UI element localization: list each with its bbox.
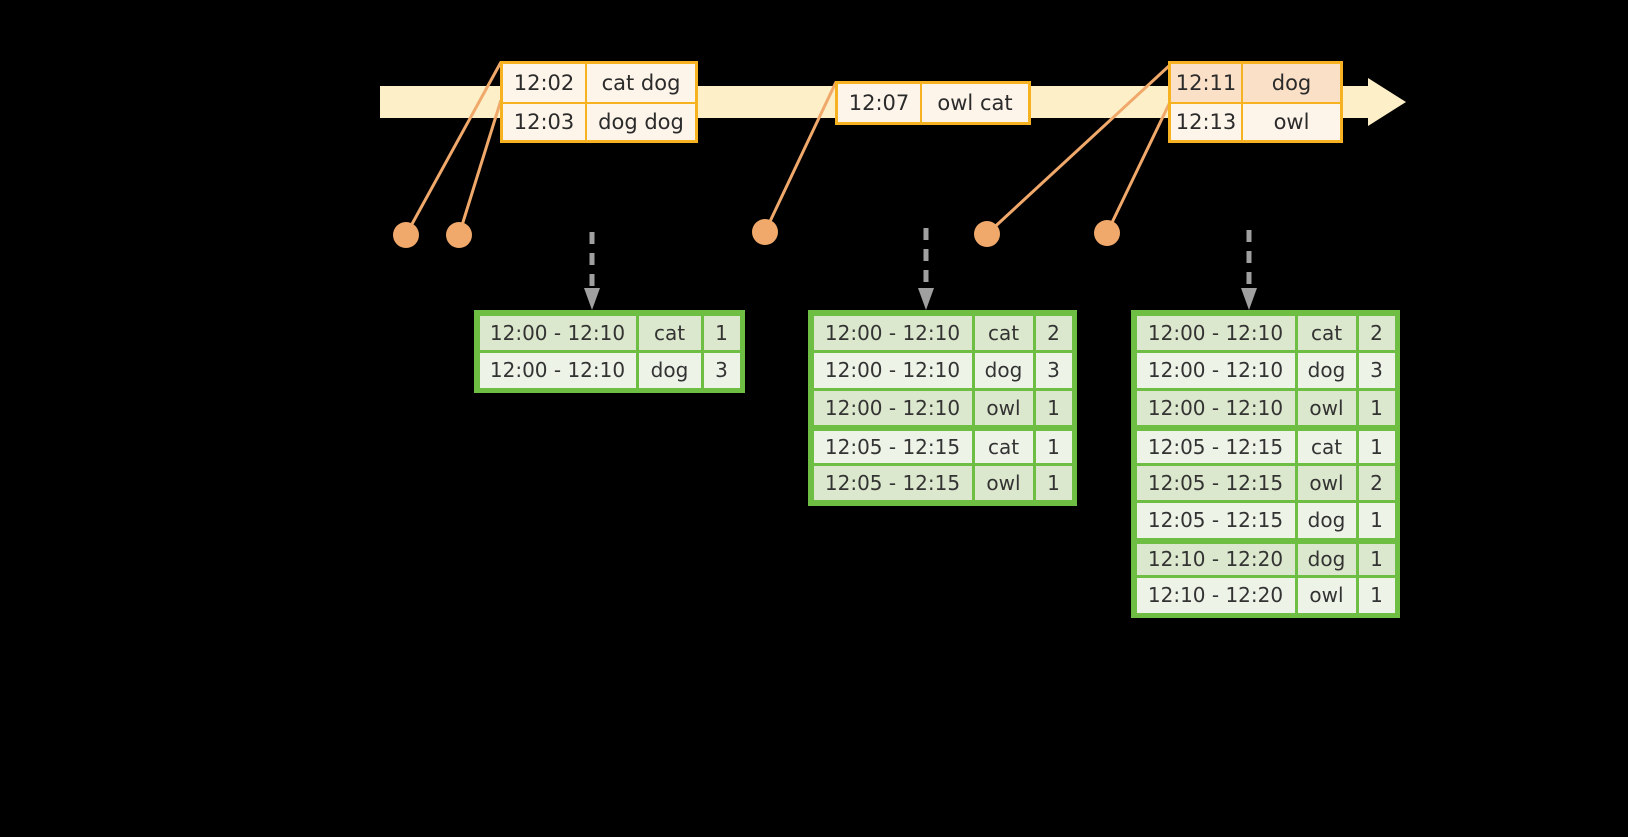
window-cell: 12:00 - 12:10	[479, 315, 636, 350]
word-cell: owl	[974, 390, 1033, 425]
connector-dot-4	[974, 221, 1000, 247]
word-cell: cat	[974, 431, 1033, 463]
event-words: dog	[1271, 71, 1312, 95]
window-cell: 12:05 - 12:15	[813, 431, 972, 463]
event-time: 12:11	[1171, 64, 1243, 102]
connector-line-5	[1105, 101, 1172, 234]
connector-dot-1	[393, 222, 419, 248]
event-row: 12:13 owl	[1171, 102, 1340, 140]
window-cell: 12:10 - 12:20	[1136, 543, 1295, 575]
word-cell: dog	[638, 353, 701, 388]
result-arrow-1	[584, 232, 600, 310]
connector-line-2	[457, 99, 503, 236]
count-cell: 3	[1358, 353, 1395, 388]
event-time: 12:03	[503, 104, 587, 140]
count-cell: 1	[1358, 431, 1395, 463]
count-cell: 2	[1358, 465, 1395, 500]
result-arrow-3	[1241, 230, 1257, 310]
count-cell: 1	[1035, 431, 1072, 463]
count-cell: 1	[1358, 390, 1395, 425]
event-group-1: 12:02 cat dog 12:03 dog dog	[500, 61, 698, 143]
window-cell: 12:10 - 12:20	[1136, 578, 1295, 613]
event-words: owl	[1273, 110, 1310, 134]
count-cell: 1	[1035, 465, 1072, 500]
word-cell: cat	[974, 315, 1033, 350]
event-row: 12:11 dog	[1171, 64, 1340, 102]
window-cell: 12:00 - 12:10	[479, 353, 636, 388]
event-words: owl cat	[937, 91, 1013, 115]
connector-dot-5	[1094, 220, 1120, 246]
count-cell: 2	[1035, 315, 1072, 350]
event-row: 12:07 owl cat	[838, 84, 1028, 122]
word-cell: dog	[1297, 353, 1356, 388]
event-group-2: 12:07 owl cat	[835, 81, 1031, 125]
window-cell: 12:05 - 12:15	[813, 465, 972, 500]
count-cell: 1	[1035, 390, 1072, 425]
count-cell: 3	[703, 353, 740, 388]
window-cell: 12:00 - 12:10	[813, 390, 972, 425]
connector-dot-2	[446, 222, 472, 248]
window-cell: 12:00 - 12:10	[1136, 315, 1295, 350]
window-cell: 12:05 - 12:15	[1136, 465, 1295, 500]
window-cell: 12:05 - 12:15	[1136, 503, 1295, 538]
event-row: 12:02 cat dog	[503, 64, 695, 102]
event-time: 12:07	[838, 84, 922, 122]
timeline-arrowhead-icon	[1368, 78, 1406, 126]
word-cell: owl	[1297, 578, 1356, 613]
count-cell: 1	[1358, 578, 1395, 613]
event-time: 12:02	[503, 64, 587, 102]
word-cell: cat	[1297, 315, 1356, 350]
count-cell: 3	[1035, 353, 1072, 388]
window-cell: 12:05 - 12:15	[1136, 431, 1295, 463]
word-cell: owl	[1297, 465, 1356, 500]
window-cell: 12:00 - 12:10	[1136, 353, 1295, 388]
count-cell: 1	[703, 315, 740, 350]
count-cell: 1	[1358, 543, 1395, 575]
word-cell: cat	[1297, 431, 1356, 463]
event-words: dog dog	[598, 110, 684, 134]
connector-dot-3	[752, 219, 778, 245]
word-cell: dog	[1297, 543, 1356, 575]
window-cell: 12:00 - 12:10	[813, 315, 972, 350]
word-cell: dog	[974, 353, 1033, 388]
event-group-3: 12:11 dog 12:13 owl	[1168, 61, 1343, 143]
count-cell: 1	[1358, 503, 1395, 538]
event-words: cat dog	[601, 71, 681, 95]
event-row: 12:03 dog dog	[503, 102, 695, 140]
window-cell: 12:00 - 12:10	[1136, 390, 1295, 425]
word-cell: owl	[974, 465, 1033, 500]
word-cell: cat	[638, 315, 701, 350]
word-cell: dog	[1297, 503, 1356, 538]
count-cell: 2	[1358, 315, 1395, 350]
word-cell: owl	[1297, 390, 1356, 425]
event-time: 12:13	[1171, 104, 1243, 140]
result-arrow-2	[918, 228, 934, 310]
window-cell: 12:00 - 12:10	[813, 353, 972, 388]
